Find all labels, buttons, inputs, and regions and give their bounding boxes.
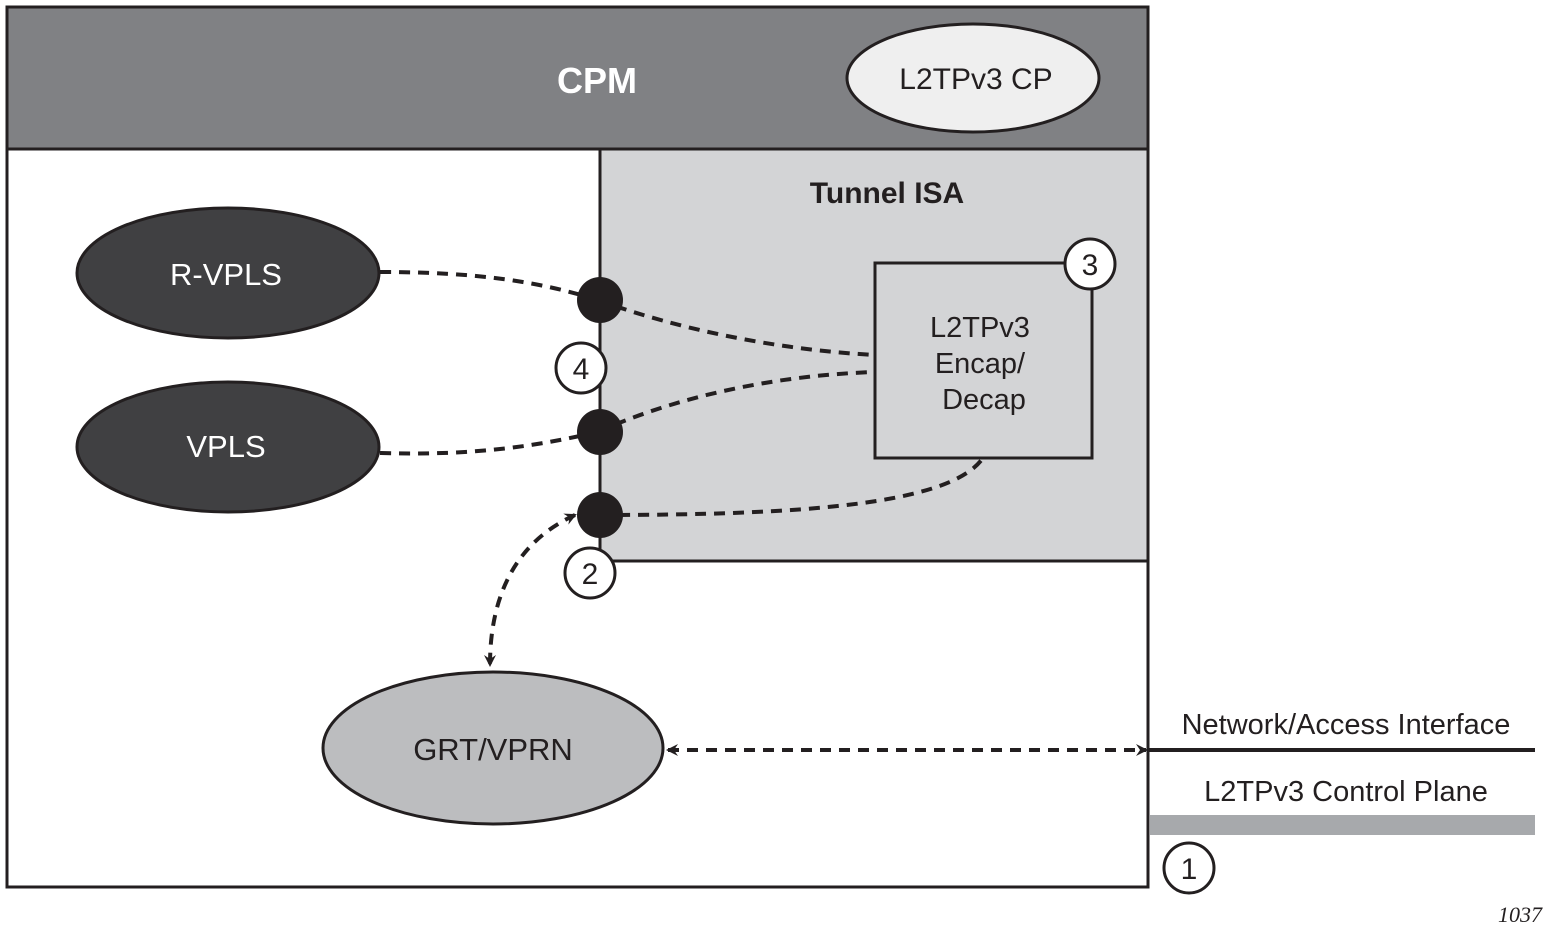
callout-4-label: 4 [573,353,590,386]
interface-dot-grt [577,492,623,538]
callout-2-label: 2 [582,558,599,591]
callout-3-circle [1063,237,1117,291]
interface-dot-r-vpls [577,277,623,323]
l2tpv3-cp-node [845,22,1101,134]
interface-dot-vpls [577,409,623,455]
callout-1-circle [1162,841,1216,895]
cpm-label: CPM [557,60,637,101]
callout-4-circle [554,341,608,395]
r-vpls-node [75,206,381,340]
legend-control-plane-label: L2TPv3 Control Plane [1204,776,1488,808]
legend-control-plane-bar [1150,815,1535,835]
callout-3-label: 3 [1082,249,1099,282]
encap-line-1: L2TPv3 [930,312,1030,344]
encap-line-2: Encap/ [935,348,1026,380]
vpls-node [75,380,381,514]
r-vpls-encap-link [597,298,876,357]
l2tpv3-cp-label: L2TPv3 CP [899,63,1052,96]
callout-1-label: 1 [1181,853,1198,886]
r-vpls-label: R-VPLS [170,257,282,292]
encap-line-3: Decap [942,384,1026,416]
tunnel-isa-label: Tunnel ISA [810,177,964,210]
encap-decap-box [873,261,1094,460]
r-vpls-link [379,270,599,302]
callout-2-circle [563,546,617,600]
vpls-encap-link [597,370,876,434]
legend-network-access-label: Network/Access Interface [1182,709,1511,741]
vpls-link [379,430,599,456]
vpls-label: VPLS [186,429,265,464]
grt-vprn-label: GRT/VPRN [413,732,573,767]
grt-encap-link [599,456,985,517]
grt-isa-bidirectional-link [484,513,577,667]
figure-number: 1037 [1498,902,1543,927]
encap-decap-label: L2TPv3 Encap/ Decap [930,312,1038,416]
grt-vprn-node [321,670,665,826]
